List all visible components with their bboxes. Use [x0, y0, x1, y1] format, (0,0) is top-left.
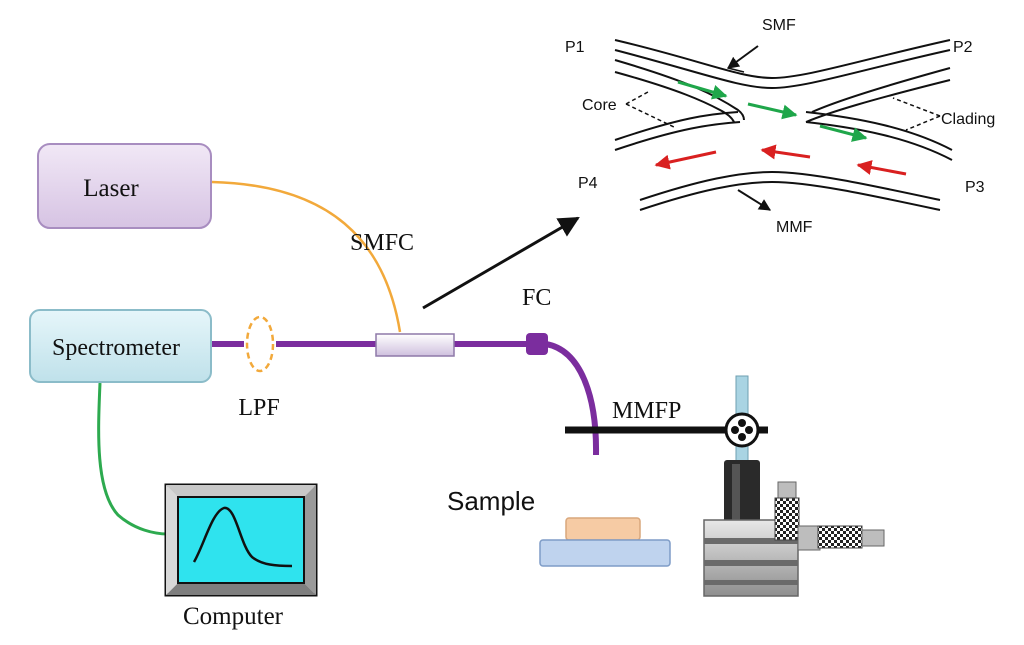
lpf-label: LPF: [238, 395, 279, 421]
port-p3-label: P3: [965, 179, 985, 196]
spectrum-curve: [192, 506, 293, 568]
computer-cable: [97, 382, 169, 536]
probe-holder: [565, 375, 768, 465]
mmfp-label: MMFP: [612, 398, 681, 424]
computer-label: Computer: [183, 603, 284, 630]
coupling-inset: [614, 39, 953, 211]
monitor-screen: [177, 496, 305, 584]
clading-label: Clading: [941, 111, 995, 128]
smf-label: SMF: [762, 17, 796, 34]
fc-label: FC: [522, 285, 551, 311]
laser-box: Laser: [37, 143, 212, 229]
port-p2-label: P2: [953, 39, 973, 56]
spectrometer-box: Spectrometer: [29, 309, 212, 383]
spectrometer-label: Spectrometer: [52, 335, 180, 361]
computer-monitor: [164, 483, 318, 597]
fiber-coupler: [375, 333, 455, 357]
fiber-connector: [526, 333, 548, 355]
zoom-arrow: [422, 216, 580, 310]
laser-fiber: [211, 180, 402, 333]
lpf-filter: [245, 315, 275, 373]
sample-label: Sample: [447, 486, 535, 516]
laser-label: Laser: [83, 175, 139, 202]
smfc-label: SMFC: [350, 230, 414, 256]
mmf-label: MMF: [776, 219, 813, 236]
fiber-probe: [545, 341, 600, 456]
translation-stage: [703, 460, 885, 597]
port-p4-label: P4: [578, 175, 598, 192]
core-label: Core: [582, 97, 617, 114]
sample-slide: [539, 517, 671, 567]
port-p1-label: P1: [565, 39, 585, 56]
